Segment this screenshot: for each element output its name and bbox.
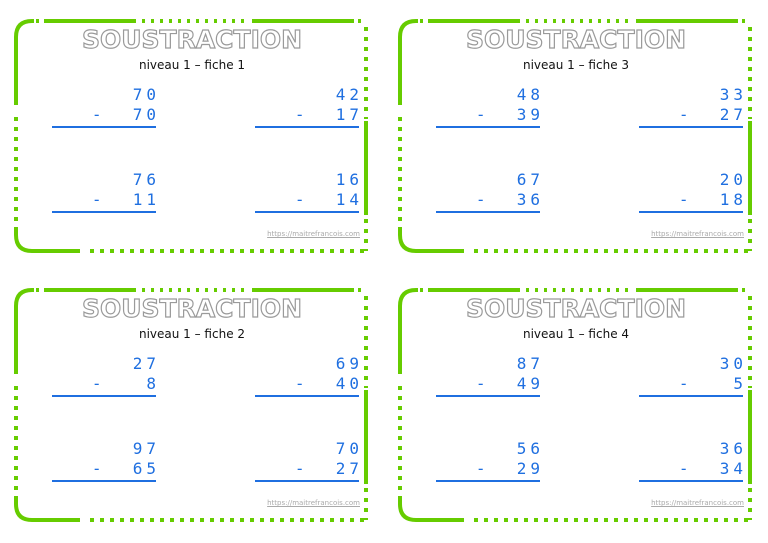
answer-line <box>639 480 743 482</box>
card-subtitle: niveau 1 – fiche 2 <box>138 327 246 341</box>
answer-line <box>52 395 156 397</box>
subtraction-problem: 70 - 27 <box>255 439 359 482</box>
answer-line <box>52 480 156 482</box>
subtrahend: - 5 <box>678 374 747 393</box>
answer-line <box>255 395 359 397</box>
answer-line <box>52 126 156 128</box>
subtrahend: - 39 <box>475 105 544 124</box>
source-link[interactable]: https://maitrefrancois.com <box>651 230 744 238</box>
answer-line <box>436 126 540 128</box>
minuend: 67 <box>516 170 544 189</box>
card-title: SOUSTRACTION <box>465 293 687 323</box>
card-title: SOUSTRACTION <box>81 24 303 54</box>
subtraction-problem: 56 - 29 <box>436 439 540 482</box>
subtrahend: - 17 <box>294 105 363 124</box>
subtrahend: - 40 <box>294 374 363 393</box>
card-border <box>14 288 368 522</box>
subtrahend: - 18 <box>678 190 747 209</box>
minuend: 70 <box>132 85 160 104</box>
card-border <box>398 288 752 522</box>
subtrahend: - 29 <box>475 459 544 478</box>
subtrahend: - 34 <box>678 459 747 478</box>
answer-line <box>52 211 156 213</box>
subtrahend: - 70 <box>91 105 160 124</box>
answer-line <box>436 395 540 397</box>
subtraction-problem: 69 - 40 <box>255 354 359 397</box>
minuend: 70 <box>335 439 363 458</box>
minuend: 36 <box>719 439 747 458</box>
minuend: 56 <box>516 439 544 458</box>
minuend: 33 <box>719 85 747 104</box>
subtrahend: - 8 <box>91 374 160 393</box>
minuend: 27 <box>132 354 160 373</box>
subtraction-problem: 70 - 70 <box>52 85 156 128</box>
minuend: 16 <box>335 170 363 189</box>
subtraction-problem: 20 - 18 <box>639 170 743 213</box>
subtraction-problem: 87 - 49 <box>436 354 540 397</box>
answer-line <box>639 395 743 397</box>
card-subtitle: niveau 1 – fiche 4 <box>522 327 630 341</box>
minuend: 69 <box>335 354 363 373</box>
subtraction-problem: 30 - 5 <box>639 354 743 397</box>
subtrahend: - 65 <box>91 459 160 478</box>
minuend: 20 <box>719 170 747 189</box>
answer-line <box>436 211 540 213</box>
subtraction-problem: 33 - 27 <box>639 85 743 128</box>
card-border <box>14 19 368 253</box>
card-title: SOUSTRACTION <box>465 24 687 54</box>
worksheet-card: SOUSTRACTION niveau 1 – fiche 2 27 - 8 6… <box>14 288 370 522</box>
subtrahend: - 27 <box>294 459 363 478</box>
subtraction-problem: 36 - 34 <box>639 439 743 482</box>
minuend: 30 <box>719 354 747 373</box>
worksheet-card: SOUSTRACTION niveau 1 – fiche 1 70 - 70 … <box>14 19 370 253</box>
subtraction-problem: 67 - 36 <box>436 170 540 213</box>
subtrahend: - 14 <box>294 190 363 209</box>
subtraction-problem: 16 - 14 <box>255 170 359 213</box>
source-link[interactable]: https://maitrefrancois.com <box>267 499 360 507</box>
source-link[interactable]: https://maitrefrancois.com <box>267 230 360 238</box>
subtrahend: - 49 <box>475 374 544 393</box>
source-link[interactable]: https://maitrefrancois.com <box>651 499 744 507</box>
answer-line <box>639 126 743 128</box>
answer-line <box>255 211 359 213</box>
subtrahend: - 36 <box>475 190 544 209</box>
answer-line <box>255 126 359 128</box>
subtraction-problem: 27 - 8 <box>52 354 156 397</box>
card-subtitle: niveau 1 – fiche 1 <box>138 58 246 72</box>
worksheet-card: SOUSTRACTION niveau 1 – fiche 3 48 - 39 … <box>398 19 754 253</box>
minuend: 76 <box>132 170 160 189</box>
subtraction-problem: 76 - 11 <box>52 170 156 213</box>
minuend: 48 <box>516 85 544 104</box>
worksheet-card: SOUSTRACTION niveau 1 – fiche 4 87 - 49 … <box>398 288 754 522</box>
answer-line <box>639 211 743 213</box>
minuend: 42 <box>335 85 363 104</box>
minuend: 97 <box>132 439 160 458</box>
card-subtitle: niveau 1 – fiche 3 <box>522 58 630 72</box>
answer-line <box>436 480 540 482</box>
answer-line <box>255 480 359 482</box>
subtraction-problem: 42 - 17 <box>255 85 359 128</box>
subtrahend: - 27 <box>678 105 747 124</box>
subtraction-problem: 97 - 65 <box>52 439 156 482</box>
subtrahend: - 11 <box>91 190 160 209</box>
subtraction-problem: 48 - 39 <box>436 85 540 128</box>
card-title: SOUSTRACTION <box>81 293 303 323</box>
minuend: 87 <box>516 354 544 373</box>
card-border <box>398 19 752 253</box>
